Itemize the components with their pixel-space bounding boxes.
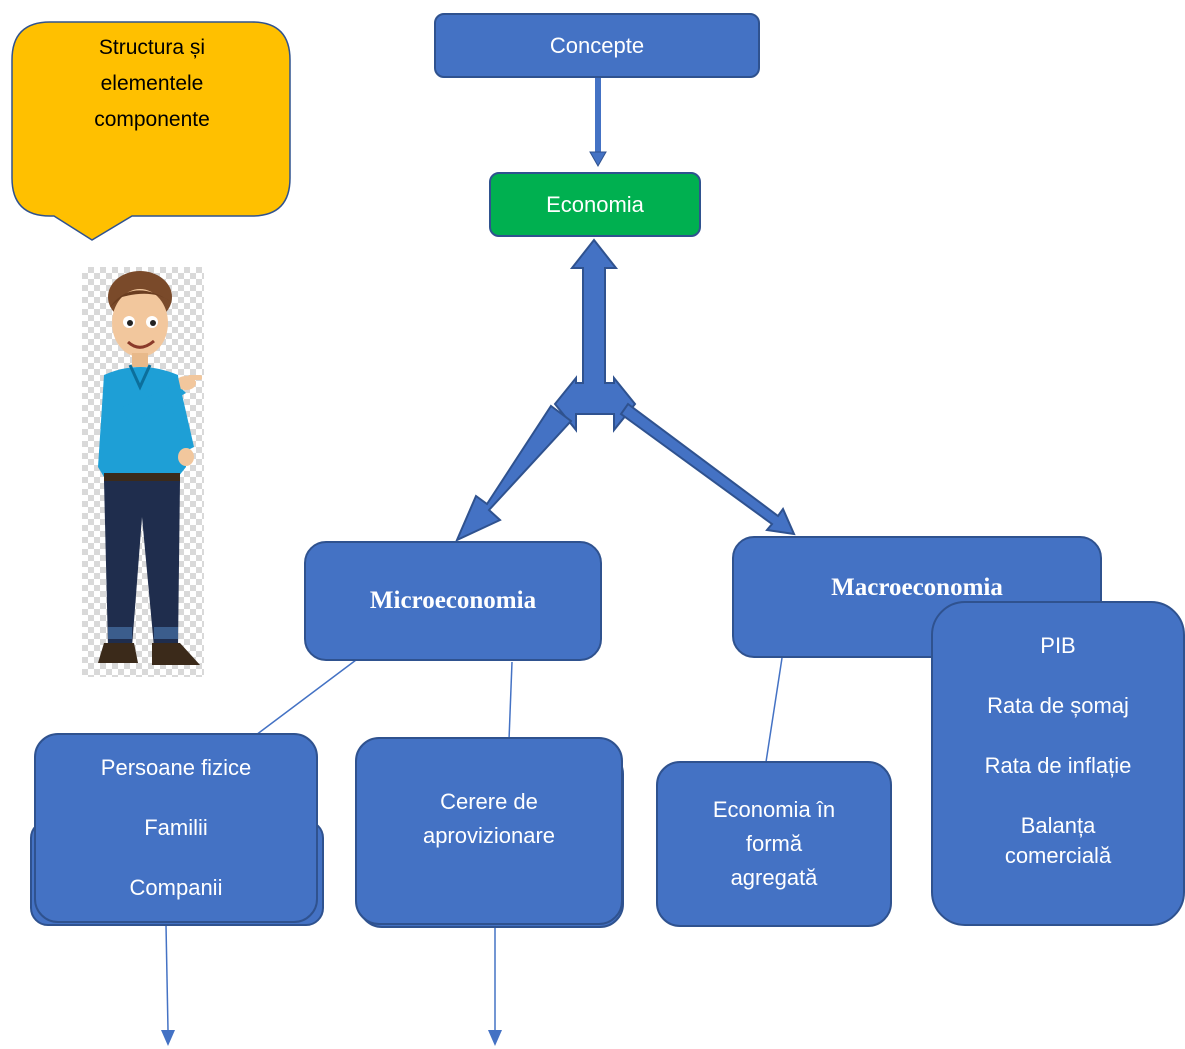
man-pointing-icon: [98, 271, 202, 665]
arrow-to-macroeconomia: [619, 402, 796, 536]
node-indicators: PIB Rata de șomaj Rata de inflație Balan…: [931, 601, 1185, 926]
node-microeconomia: Microeconomia: [304, 541, 602, 661]
node-economia-agregata: Economia în formă agregată: [656, 761, 892, 927]
node-economia: Economia: [489, 172, 701, 237]
node-concepte: Concepte: [434, 13, 760, 78]
node-micro-actors: Persoane fizice Familii Companii: [34, 733, 318, 923]
callout-text: Structura și elementele componente: [94, 36, 210, 131]
man-illustration: [82, 267, 204, 677]
split-block-arrow: [553, 238, 637, 433]
arrow-to-microeconomia: [455, 404, 573, 543]
node-cerere: Cerere de aprovizionare: [355, 737, 623, 925]
